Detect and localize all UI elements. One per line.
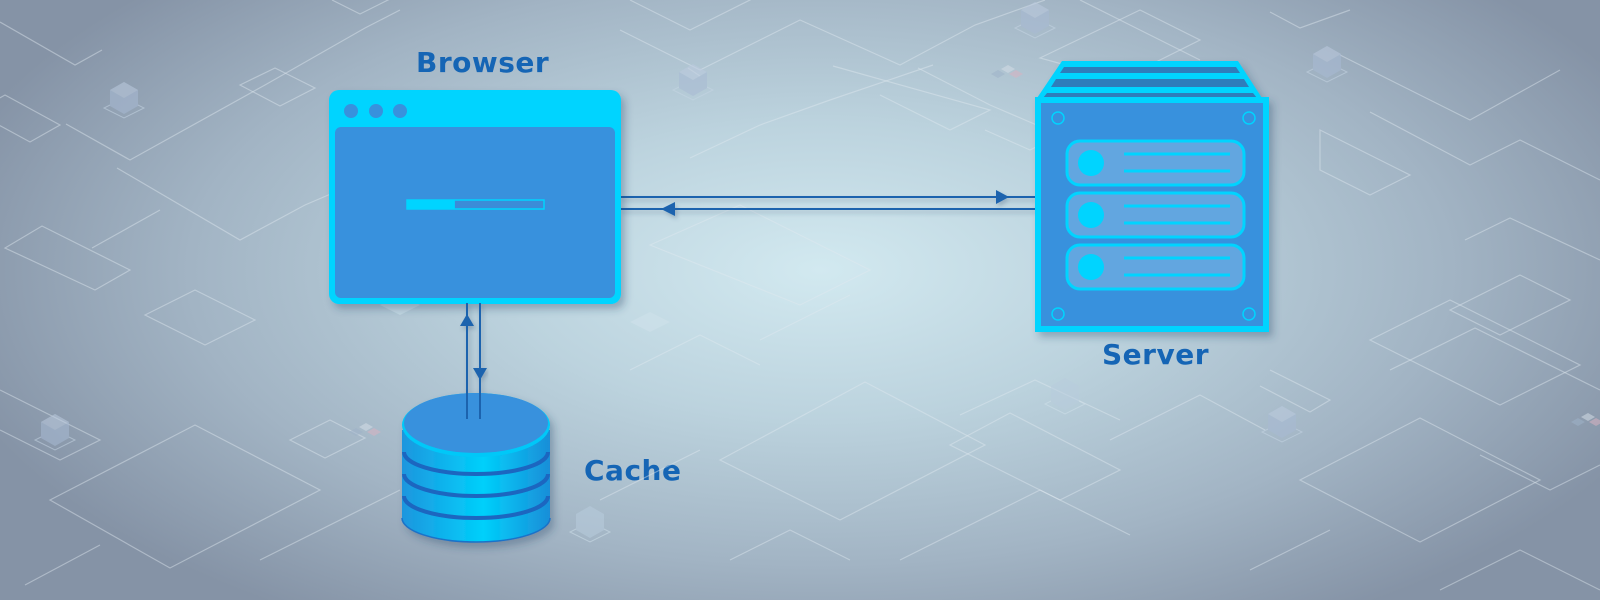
arrow-down-icon bbox=[473, 368, 487, 380]
window-dot-icon bbox=[344, 104, 358, 118]
cache-node[interactable] bbox=[401, 390, 551, 543]
progress-fill bbox=[407, 200, 455, 209]
browser-node[interactable] bbox=[329, 90, 621, 304]
status-light-icon bbox=[1078, 150, 1104, 176]
cube-icon bbox=[33, 414, 77, 451]
cube-icon bbox=[1305, 46, 1349, 83]
colored-tiles-icon bbox=[349, 423, 381, 436]
rack-unit bbox=[1065, 243, 1246, 291]
background-decor-cubes bbox=[33, 2, 1600, 543]
window-dot-icon bbox=[369, 104, 383, 118]
cube-icon bbox=[1013, 2, 1057, 39]
colored-tiles-icon bbox=[1571, 413, 1600, 426]
rack-unit bbox=[1065, 191, 1246, 239]
window-dot-icon bbox=[393, 104, 407, 118]
server-label: Server bbox=[1102, 338, 1210, 371]
status-light-icon bbox=[1078, 202, 1104, 228]
browser-label: Browser bbox=[416, 46, 550, 79]
arrow-right-icon bbox=[996, 190, 1009, 204]
cube-icon bbox=[568, 506, 612, 543]
cache-label: Cache bbox=[584, 454, 682, 487]
connection-browser-server bbox=[620, 190, 1035, 216]
server-rack-icon bbox=[1035, 61, 1269, 332]
loading-progress-bar bbox=[406, 199, 545, 210]
arrow-left-icon bbox=[661, 202, 675, 216]
cube-icon bbox=[671, 64, 715, 101]
cube-icon bbox=[1043, 378, 1087, 415]
database-cylinder-icon bbox=[401, 393, 551, 543]
colored-tiles-icon bbox=[991, 65, 1023, 78]
status-light-icon bbox=[1078, 254, 1104, 280]
cube-icon bbox=[102, 82, 146, 119]
tile-icon bbox=[630, 312, 670, 332]
browser-viewport bbox=[335, 127, 615, 298]
rack-unit bbox=[1065, 139, 1246, 187]
arrow-up-icon bbox=[460, 314, 474, 326]
cube-icon bbox=[1260, 406, 1304, 443]
server-node[interactable] bbox=[1035, 61, 1269, 332]
